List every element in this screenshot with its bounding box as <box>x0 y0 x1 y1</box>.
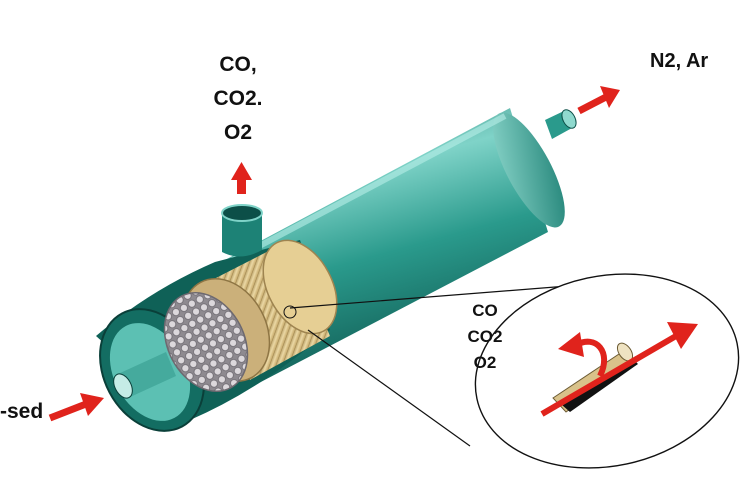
permeate-gas-label: CO, CO2. O2 <box>196 48 280 150</box>
retentate-arrow <box>577 86 620 115</box>
detail-flow-arrow <box>540 322 698 417</box>
detail-permeation-arrow <box>558 332 608 378</box>
permeate-gas-line: CO2. <box>213 87 263 110</box>
permeate-gas-line: O2 <box>223 121 252 144</box>
fiber-bundle <box>163 239 338 393</box>
retentate-outlet-nozzle <box>545 109 577 139</box>
feed-label: -sed <box>0 400 44 423</box>
permeate-arrow <box>231 162 252 194</box>
permeate-outlet-nozzle <box>221 204 263 257</box>
detail-gas-line: CO2 <box>467 327 503 346</box>
detail-gas-line: CO <box>472 301 498 320</box>
feed-inlet-pipe <box>113 352 176 399</box>
retentate-gas-label: N2, Ar <box>650 50 709 72</box>
feed-arrow <box>48 393 104 422</box>
permeate-gas-line: CO, <box>219 53 257 76</box>
detail-gas-line: O2 <box>473 353 497 372</box>
detail-gas-label: CO CO2 O2 <box>455 298 515 376</box>
